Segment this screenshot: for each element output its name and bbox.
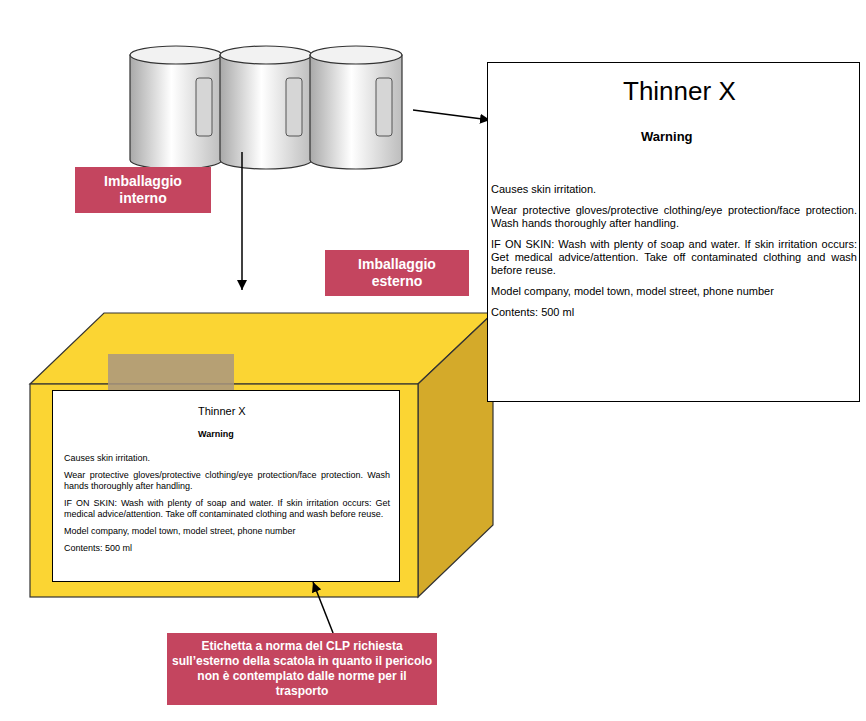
first-aid-statement: IF ON SKIN: Wash with plenty of soap and…	[64, 498, 390, 520]
tag-text: Imballaggio esterno	[343, 256, 451, 290]
supplier-info: Model company, model town, model street,…	[64, 526, 390, 537]
precaution-statement: Wear protective gloves/protective clothi…	[491, 204, 857, 230]
callout-box: Etichetta a norma del CLP richiesta sull…	[167, 633, 437, 705]
can	[220, 46, 312, 169]
contents: Contents: 500 ml	[64, 543, 390, 554]
precaution-statement: Wear protective gloves/protective clothi…	[64, 470, 390, 492]
contents: Contents: 500 ml	[491, 306, 857, 319]
hazard-statement: Causes skin irritation.	[491, 183, 857, 196]
outer-packaging-tag: Imballaggio esterno	[325, 250, 469, 296]
signal-word: Warning	[198, 429, 234, 440]
tag-text: Etichetta a norma del CLP richiesta sull…	[171, 639, 433, 699]
first-aid-statement: IF ON SKIN: Wash with plenty of soap and…	[491, 238, 857, 277]
inner-packaging-tag: Imballaggio interno	[75, 167, 211, 213]
product-name: Thinner X	[198, 405, 246, 418]
product-name: Thinner X	[623, 76, 736, 106]
can	[310, 46, 402, 169]
packing-arrow	[241, 152, 243, 290]
can	[130, 46, 222, 169]
cardboard-box	[30, 313, 493, 597]
callout-arrow	[313, 582, 333, 633]
tape	[108, 354, 234, 390]
tag-text: Imballaggio interno	[93, 173, 193, 207]
hazard-label-small: Thinner X WarningCauses skin irritation. W…	[52, 390, 400, 582]
leader-arrow	[413, 110, 490, 120]
signal-word: Warning	[641, 129, 693, 145]
supplier-info: Model company, model town, model street,…	[491, 285, 857, 298]
hazard-label: Thinner X WarningCauses skin irritation. W…	[487, 62, 860, 402]
hazard-statement: Causes skin irritation.	[64, 453, 390, 464]
